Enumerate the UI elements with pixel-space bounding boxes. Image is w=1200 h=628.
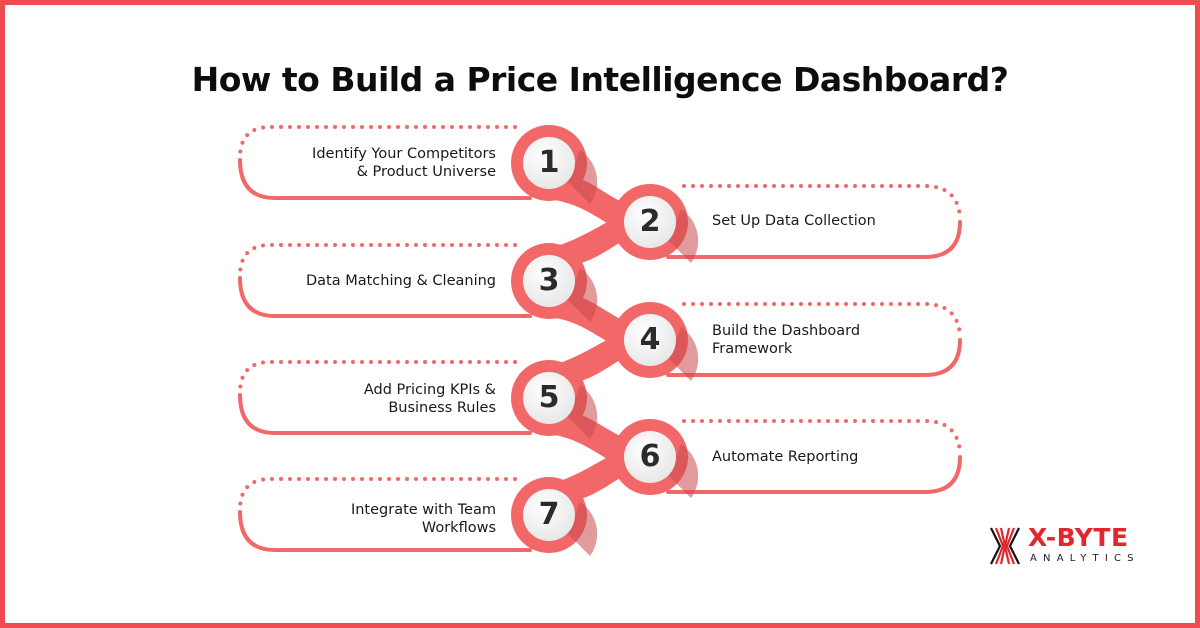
step-label-4-line-2: Framework bbox=[712, 341, 793, 357]
step-circle-4 bbox=[612, 302, 699, 381]
step-card-6-shape bbox=[666, 419, 962, 494]
step-card-4-shape bbox=[666, 302, 962, 377]
step-label-3: Data Matching & Cleaning bbox=[250, 272, 496, 290]
step-card-7-shape bbox=[238, 477, 532, 552]
x-byte-logo: X-BYTE ANALYTICS bbox=[988, 524, 1148, 568]
step-label-6-line-1: Automate Reporting bbox=[712, 449, 859, 465]
step-circle-6 bbox=[612, 419, 699, 498]
step-label-7: Integrate with Team Workflows bbox=[250, 501, 496, 537]
step-card-3-shape bbox=[238, 243, 532, 318]
step-number-2: 2 bbox=[639, 204, 661, 239]
logo-subtitle: ANALYTICS bbox=[1030, 553, 1140, 564]
step-card-5-shape bbox=[238, 360, 532, 435]
step-label-4: Build the Dashboard Framework bbox=[712, 322, 942, 358]
step-label-7-line-1: Integrate with Team bbox=[350, 502, 496, 518]
step-label-1: Identify Your Competitors & Product Univ… bbox=[250, 145, 496, 181]
step-label-6: Automate Reporting bbox=[712, 448, 942, 466]
step-label-1-line-2: & Product Universe bbox=[356, 164, 496, 180]
step-number-6: 6 bbox=[639, 439, 661, 474]
step-number-7: 7 bbox=[538, 497, 560, 532]
step-label-1-line-1: Identify Your Competitors bbox=[312, 146, 496, 162]
step-card-1-shape bbox=[238, 125, 532, 200]
logo-brand-name: X-BYTE bbox=[1028, 523, 1129, 552]
step-number-3: 3 bbox=[538, 263, 560, 298]
step-number-5: 5 bbox=[538, 380, 560, 415]
x-byte-logo-icon bbox=[990, 527, 1020, 565]
step-number-1: 1 bbox=[538, 145, 560, 180]
step-label-2-line-1: Set Up Data Collection bbox=[712, 213, 876, 229]
step-circle-7 bbox=[511, 477, 598, 556]
step-circle-5 bbox=[511, 360, 598, 439]
step-label-5: Add Pricing KPIs & Business Rules bbox=[250, 381, 496, 417]
step-circle-2 bbox=[612, 184, 699, 263]
step-label-5-line-2: Business Rules bbox=[388, 400, 496, 416]
step-label-4-line-1: Build the Dashboard bbox=[712, 323, 861, 339]
step-label-5-line-1: Add Pricing KPIs & bbox=[363, 382, 496, 398]
step-label-2: Set Up Data Collection bbox=[712, 212, 942, 230]
step-label-3-line-1: Data Matching & Cleaning bbox=[306, 273, 496, 289]
step-number-4: 4 bbox=[639, 322, 661, 357]
step-circle-1 bbox=[511, 125, 598, 204]
page-title: How to Build a Price Intelligence Dashbo… bbox=[191, 60, 1009, 99]
step-card-2-shape bbox=[666, 184, 962, 259]
step-label-7-line-2: Workflows bbox=[421, 520, 496, 536]
step-circle-3 bbox=[511, 243, 598, 322]
